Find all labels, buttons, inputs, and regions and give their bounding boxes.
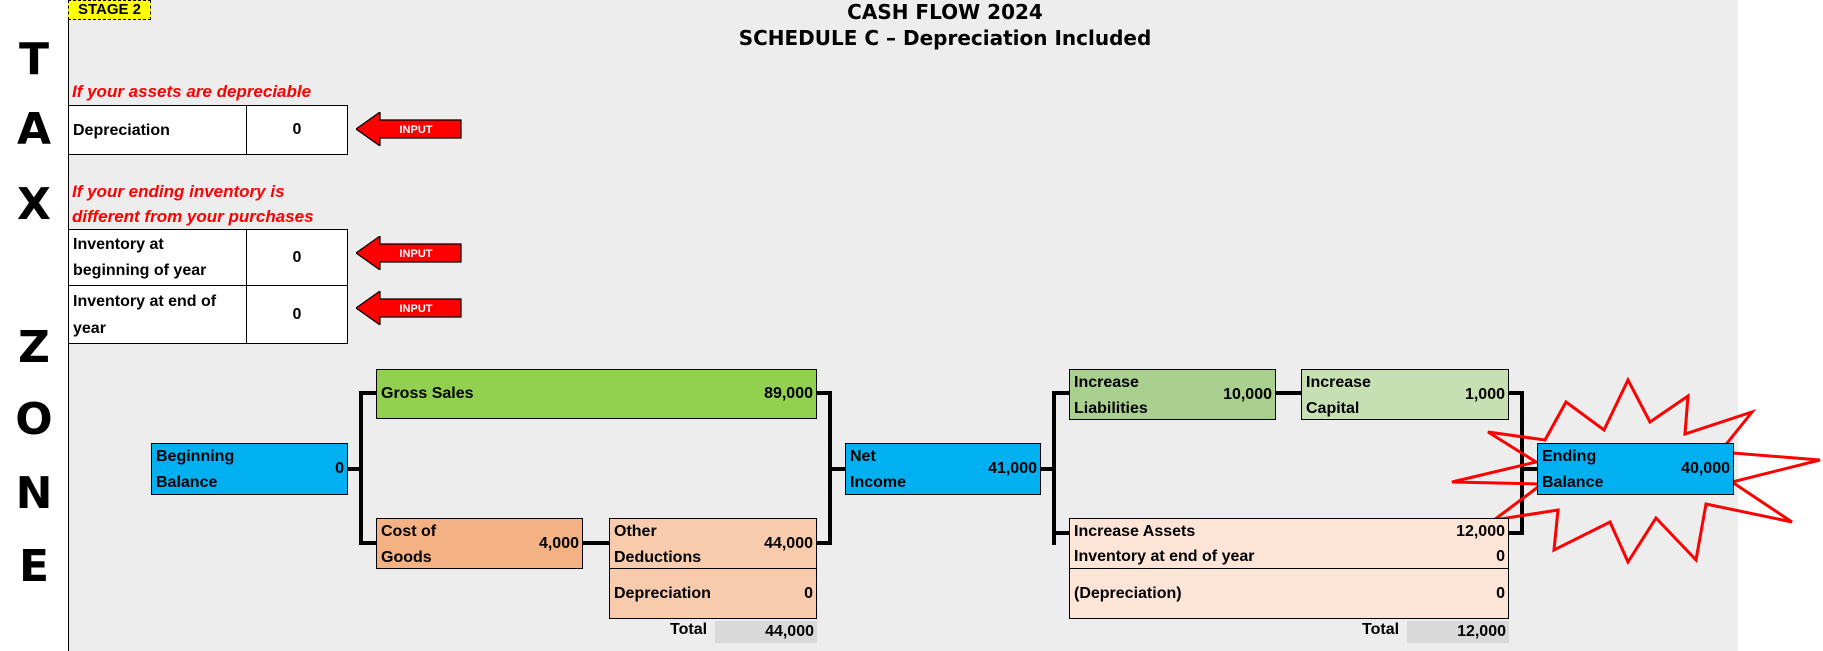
increase-assets-value: 12,000 [1456,523,1505,540]
input-arrow-icon: INPUT [356,112,462,146]
increase-liabilities-label-line2: Liabilities [1074,400,1148,417]
depreciation-neg-cell[interactable]: (Depreciation) 0 [1069,568,1509,619]
cost-of-goods-cell[interactable]: Cost of Goods 4,000 [376,518,583,569]
cost-of-goods-value: 4,000 [538,534,579,552]
connector-line [816,391,832,395]
ending-balance-value: 40,000 [1681,460,1730,477]
other-deductions-value: 44,000 [764,534,813,552]
connector-line [1052,391,1056,545]
total-right-value: 12,000 [1407,621,1509,643]
net-income-value: 41,000 [988,460,1037,477]
inventory-end-label-line2: year [73,320,106,337]
net-income-label-line1: Net [850,448,876,465]
increase-assets-label: Increase Assets [1074,523,1196,540]
input-arrow-label: INPUT [400,248,433,260]
connector-line [359,541,377,545]
increase-capital-value: 1,000 [1464,385,1505,403]
depreciation-input-label-cell: Depreciation [68,105,247,155]
inventory-begin-input[interactable]: 0 [246,229,348,286]
connector-line [816,541,832,545]
cost-of-goods-label-line1: Cost of [381,523,437,540]
increase-capital-label-line2: Capital [1306,400,1360,417]
beginning-balance-label-line2: Balance [156,474,218,491]
total-left-value: 44,000 [715,621,817,643]
side-letter: O [15,394,53,445]
side-letter: N [15,468,53,519]
inventory-end-year-label: Inventory at end of year [1074,548,1255,565]
input-arrow-icon: INPUT [356,236,462,270]
side-letter: T [18,34,49,85]
total-left-label: Total [670,621,708,638]
connector-line [828,467,846,471]
connector-line [359,391,363,545]
ending-balance-label-line2: Balance [1542,474,1604,491]
stage-badge: STAGE 2 [68,0,151,20]
note-inventory-line2: different from your purchases [72,207,314,226]
depreciation-cell[interactable]: Depreciation 0 [609,568,817,619]
inventory-end-year-value: 0 [1496,548,1505,565]
side-letter: X [17,179,51,230]
increase-capital-cell[interactable]: Increase Capital 1,000 [1301,369,1509,420]
connector-line [1275,391,1303,395]
connector-line [347,467,361,471]
increase-liabilities-value: 10,000 [1223,385,1272,403]
connector-line [1520,391,1524,535]
depreciation-neg-value: 0 [1496,585,1505,602]
connector-line [1508,531,1524,535]
depreciation-neg-label: (Depreciation) [1074,585,1182,602]
tax-zone-column: T A X Z O N E [0,0,69,651]
page-title: CASH FLOW 2024 [847,0,1043,24]
ending-balance-cell[interactable]: Ending Balance 40,000 [1537,443,1734,495]
inventory-end-label-line1: Inventory at end of [73,293,217,310]
side-letter: Z [18,322,50,373]
inventory-begin-label-line1: Inventory at [73,236,164,253]
inventory-end-input[interactable]: 0 [246,285,348,344]
input-arrow-label: INPUT [400,303,433,315]
gross-sales-label: Gross Sales [381,385,474,402]
note-inventory-line1: If your ending inventory is [72,182,285,201]
inventory-end-label-cell: Inventory at end of year [68,285,247,344]
connector-line [1039,467,1055,471]
input-arrow-icon: INPUT [356,291,462,325]
right-margin [1738,0,1823,651]
increase-assets-cell[interactable]: Increase Assets 12,000 Inventory at end … [1069,518,1509,570]
beginning-balance-label-line1: Beginning [156,448,235,465]
other-deductions-label-line2: Deductions [614,549,702,566]
page-subtitle: SCHEDULE C – Depreciation Included [738,26,1152,50]
gross-sales-value: 89,000 [764,385,813,402]
other-deductions-cell[interactable]: Other Deductions 44,000 [609,518,817,569]
depreciation-input[interactable]: 0 [246,105,348,155]
connector-line [1052,531,1070,535]
cost-of-goods-label-line2: Goods [381,549,432,566]
depreciation-input-label: Depreciation [73,122,170,139]
connector-line [1508,391,1524,395]
input-arrow-label: INPUT [400,124,433,136]
note-depreciable: If your assets are depreciable [72,82,312,101]
connector-line [582,541,610,545]
connector-line [1052,391,1070,395]
depreciation-label: Depreciation [614,585,711,602]
inventory-begin-label-line2: beginning of year [73,262,207,279]
increase-liabilities-cell[interactable]: Increase Liabilities 10,000 [1069,369,1276,420]
inventory-begin-label-cell: Inventory at beginning of year [68,229,247,286]
net-income-cell[interactable]: Net Income 41,000 [845,443,1041,495]
side-letter: A [16,104,52,155]
increase-liabilities-label-line1: Increase [1074,374,1139,391]
connector-line [1520,467,1538,471]
total-right-label: Total [1362,621,1400,638]
connector-line [359,391,377,395]
side-letter: E [18,541,50,592]
gross-sales-cell[interactable]: Gross Sales 89,000 [376,369,817,419]
depreciation-value: 0 [804,585,813,602]
ending-balance-label-line1: Ending [1542,448,1597,465]
other-deductions-label-line1: Other [614,523,657,540]
increase-capital-label-line1: Increase [1306,374,1371,391]
beginning-balance-cell[interactable]: Beginning Balance 0 [151,443,348,495]
net-income-label-line2: Income [850,474,907,491]
beginning-balance-value: 0 [335,460,344,477]
